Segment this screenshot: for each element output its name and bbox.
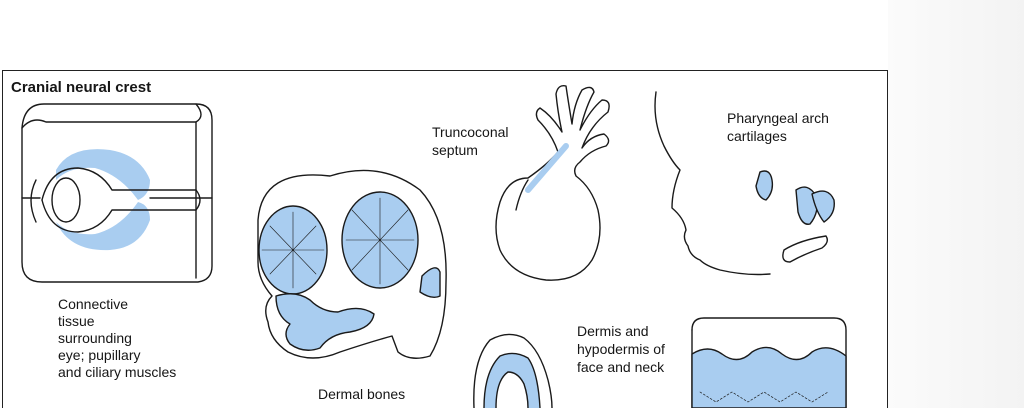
figure-title: Cranial neural crest <box>11 79 152 96</box>
figure-panel <box>2 70 888 408</box>
heart-illustration <box>495 84 610 281</box>
skin-block-illustration <box>691 317 847 408</box>
eye-block-illustration <box>21 103 213 283</box>
neural-tube-illustration <box>473 333 553 408</box>
face-profile-illustration <box>654 91 835 276</box>
skull-illustration <box>257 169 447 359</box>
dermal-bones-label: Dermal bones <box>318 386 406 402</box>
page-margin <box>888 0 1024 408</box>
